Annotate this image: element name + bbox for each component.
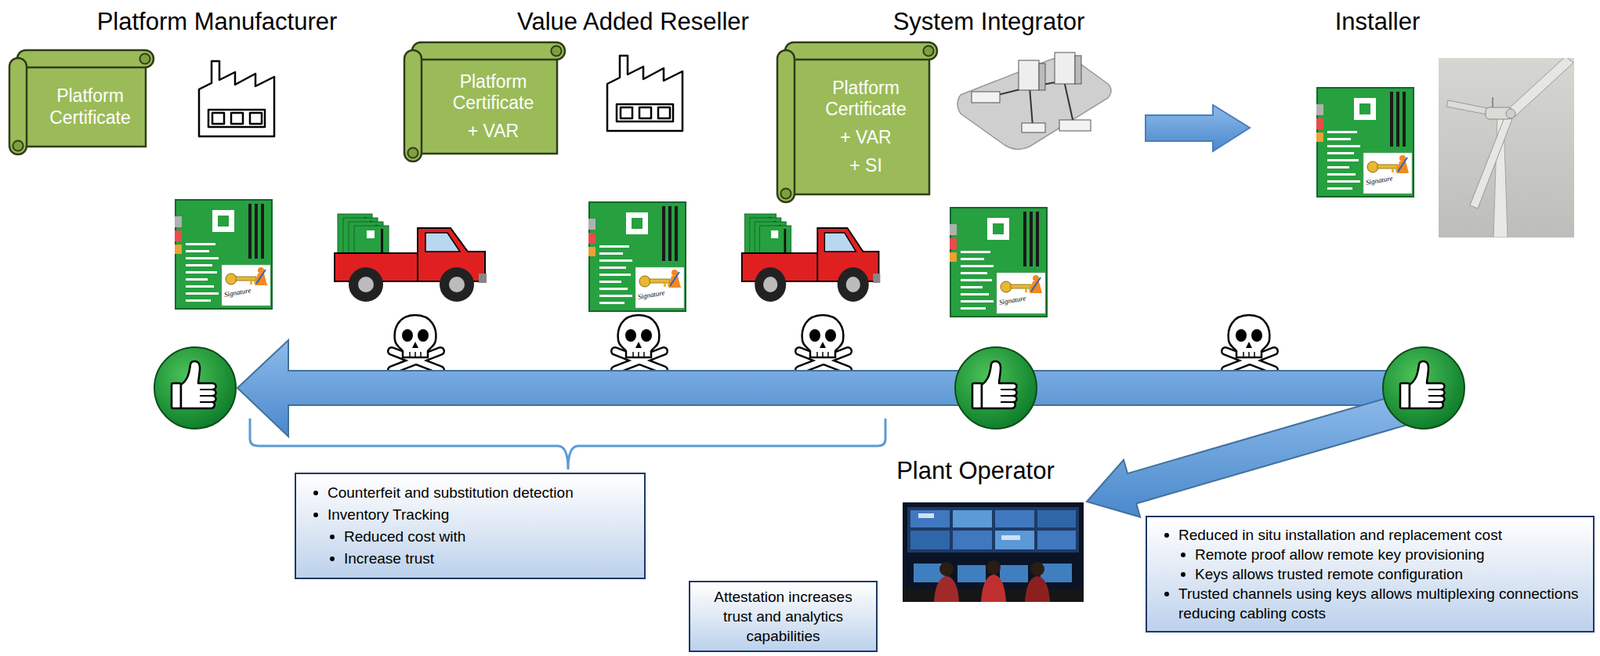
thumbs-up-badge [154, 347, 236, 429]
bullet-item: Trusted channels using keys allows multi… [1162, 583, 1584, 623]
bullet-dot [313, 512, 319, 518]
stage-heading: Plant Operator [896, 456, 1055, 486]
certificate-text: + SI [849, 155, 883, 178]
scroll-roll [404, 50, 422, 162]
scroll-body [785, 50, 930, 195]
certificate-scroll: Platform Certificate + VAR [402, 40, 567, 163]
signature-text: Signature [637, 289, 666, 301]
bullet-dot [313, 490, 319, 496]
certificate-text: + VAR [467, 120, 519, 143]
stage-heading: Value Added Reseller [517, 7, 750, 37]
scroll-curl [780, 188, 791, 199]
stage-heading: Installer [1335, 7, 1421, 37]
bullet-item: Counterfeit and substitution detection [311, 481, 635, 504]
bullet-text: Counterfeit and substitution detection [327, 484, 574, 501]
signature-text: Signature [1364, 174, 1394, 187]
circuit-board [1316, 87, 1414, 197]
bullet-item: Reduced cost with [328, 525, 635, 548]
bullet-text: Reduced in situ installation and replace… [1178, 526, 1503, 543]
thumbs-up-badge [955, 347, 1037, 429]
scroll-body [17, 57, 146, 147]
stage-heading: Platform Manufacturer [97, 7, 338, 37]
timeline-arrow [237, 340, 1424, 437]
scroll-curl [139, 53, 150, 64]
thumbs-up-badge [1382, 347, 1465, 429]
factory-icon [607, 55, 683, 131]
bracket [249, 418, 886, 470]
bullet-text: Inventory Tracking [327, 506, 449, 523]
signature-text: Signature [998, 294, 1027, 307]
scroll-body [412, 50, 558, 154]
bullet-text: Keys allows trusted remote configuration [1194, 565, 1463, 583]
bullet-dot [329, 534, 335, 540]
certificate-text: Platform Certificate [803, 77, 928, 121]
bullet-text: Reduced cost with [343, 528, 466, 545]
certificate-text: Platform Certificate [430, 71, 556, 115]
scroll-roll [412, 42, 565, 60]
scroll-roll [777, 50, 795, 203]
circuit-board [949, 207, 1047, 317]
skull-symbol [391, 314, 441, 370]
circuit-board [174, 199, 272, 309]
note-box: Reduced in situ installation and replace… [1145, 515, 1595, 633]
skull-symbol [1225, 314, 1275, 370]
scroll-curl [12, 140, 23, 151]
bullet-item: Reduced in situ installation and replace… [1162, 524, 1584, 545]
node-content: Platform Certificate + VAR [402, 40, 567, 163]
control-room-photo [902, 502, 1084, 602]
bullet-item: Keys allows trusted remote configuration [1179, 564, 1584, 584]
certificate-text: Platform Certificate [36, 85, 145, 129]
bullet-dot [329, 556, 335, 562]
pickup-truck [334, 213, 487, 302]
circuit-board [588, 202, 686, 312]
certificate-scroll: Platform Certificate [7, 48, 156, 156]
scroll-roll [17, 50, 154, 68]
scroll-outline [775, 40, 939, 204]
bullet-dot [1180, 571, 1186, 577]
wind-turbine-photo [1438, 57, 1575, 238]
node-content: Attestation increases trust and analytic… [690, 582, 877, 651]
factory-icon [199, 61, 275, 137]
node-content: Reduced in situ installation and replace… [1147, 517, 1593, 631]
node-content: Platform Certificate [7, 48, 156, 156]
certificate-text: + VAR [839, 126, 891, 149]
bullet-dot [1164, 591, 1170, 597]
note-box: Counterfeit and substitution detectionIn… [294, 472, 646, 580]
scroll-curl [923, 45, 934, 56]
pickup-truck [742, 213, 881, 302]
bullet-item: Inventory Tracking [311, 503, 635, 526]
node-content: Platform Certificate + VAR + SI [775, 40, 939, 204]
bullet-text: Increase trust [343, 550, 435, 567]
signature-text: Signature [223, 286, 252, 299]
certificate-scroll: Platform Certificate + VAR + SI [775, 40, 939, 204]
flow-arrow [1145, 104, 1250, 152]
scroll-roll [9, 57, 27, 155]
skull-symbol [615, 314, 664, 370]
bullet-dot [1180, 552, 1186, 558]
bullet-dot [1164, 532, 1170, 538]
stage-heading: System Integrator [893, 7, 1086, 37]
node-content: Counterfeit and substitution detectionIn… [296, 474, 645, 578]
scroll-curl [550, 45, 562, 56]
scroll-curl [407, 147, 418, 158]
skull-symbol [799, 314, 848, 370]
note-text: Attestation increases trust and analytic… [698, 586, 869, 646]
bullet-item: Remote proof allow remote key provisioni… [1179, 544, 1584, 565]
bullet-text: Trusted channels using keys allows multi… [1178, 585, 1579, 622]
network-picture [957, 52, 1112, 150]
bullet-item: Increase trust [328, 547, 635, 570]
note-box: Attestation increases trust and analytic… [688, 580, 878, 652]
bullet-text: Remote proof allow remote key provisioni… [1194, 546, 1485, 563]
flow-arrow [1086, 392, 1416, 518]
scroll-roll [785, 42, 938, 60]
